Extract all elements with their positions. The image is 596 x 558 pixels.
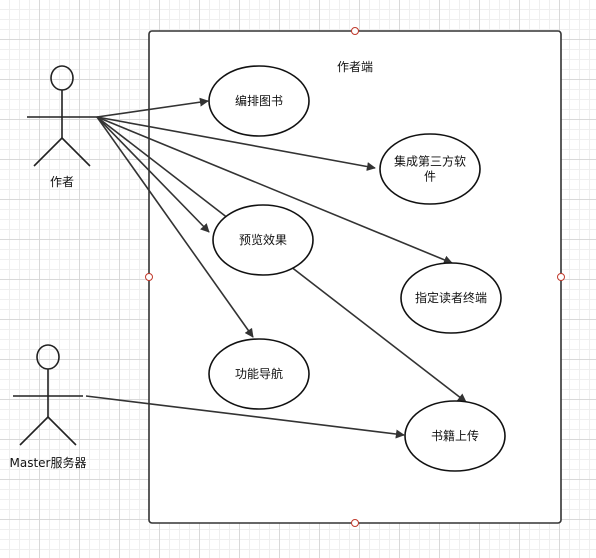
use-case-label: 指定读者终端 [415,290,487,305]
actor-left-leg [33,137,63,167]
use-case-ellipse[interactable] [208,65,310,137]
selection-handle-right[interactable] [557,273,565,281]
use-case-label: 书籍上传 [431,428,479,443]
association-author-target[interactable] [96,116,453,265]
use-case-ellipse[interactable] [212,204,314,276]
actors: 作者 Master服务器 [10,65,97,470]
associations [85,97,467,439]
association-author-edit[interactable] [96,97,209,118]
use-case-nav[interactable]: 功能导航 [208,338,310,410]
actor-right-leg [47,416,77,446]
selection-handle-left[interactable] [145,273,153,281]
actor-master[interactable]: Master服务器 [10,344,87,470]
selection-handle-top[interactable] [351,27,359,35]
actor-left-leg [19,416,49,446]
association-author-nav[interactable] [96,116,254,338]
use-case-label: 集成第三方软 [394,154,466,169]
system-title: 作者端 [337,60,373,74]
use-case-ellipse[interactable] [404,400,506,472]
use-case-target[interactable]: 指定读者终端 [400,262,502,334]
actor-label: Master服务器 [10,455,87,470]
actor-head [50,65,74,91]
use-case-ellipse[interactable] [208,338,310,410]
use-case-label: 编排图书 [235,93,283,108]
association-author-preview[interactable] [96,116,210,233]
selection-handle-bottom[interactable] [351,519,359,527]
actor-head [36,344,60,370]
use-case-upload[interactable]: 书籍上传 [404,400,506,472]
use-case-label: 预览效果 [239,232,287,247]
use-case-preview[interactable]: 预览效果 [212,204,314,276]
use-case-label: 件 [424,170,436,184]
association-master-upload[interactable] [85,395,405,439]
use-case-edit[interactable]: 编排图书 [208,65,310,137]
actor-author[interactable]: 作者 [27,65,97,189]
actor-label: 作者 [50,175,74,189]
use-case-label: 功能导航 [235,366,283,381]
use-case-ellipse[interactable] [400,262,502,334]
use-case-ellipse[interactable] [379,133,481,205]
association-author-integrate[interactable] [96,116,376,171]
actor-right-leg [61,137,91,167]
